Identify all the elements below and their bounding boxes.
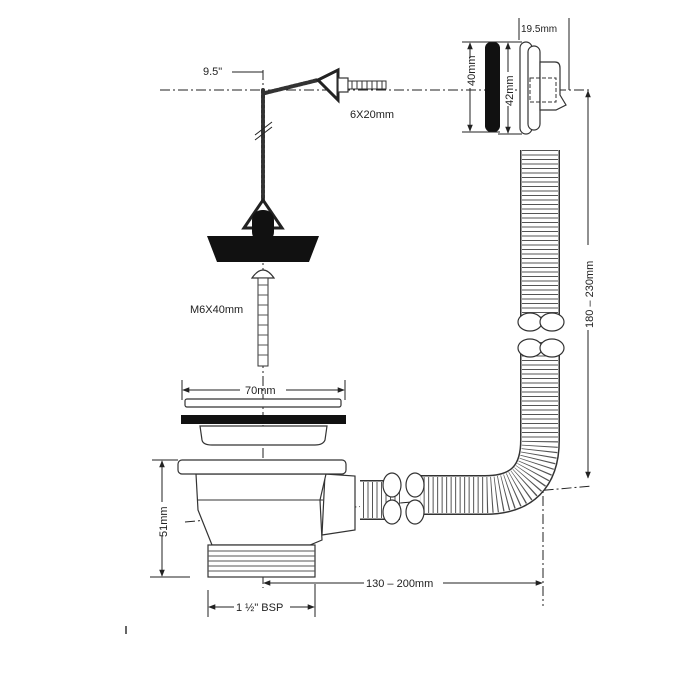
horizontal-reach-label: 130 – 200mm	[366, 578, 433, 590]
plug-bolt	[250, 269, 276, 367]
label-bg	[156, 502, 168, 536]
overflow-depth-label: 19.5mm	[521, 24, 557, 35]
chain-screw-label: 6X20mm	[350, 109, 394, 121]
chain	[254, 78, 320, 207]
plug-bolt-label: M6X40mm	[190, 304, 243, 316]
vertical-reach-label: 180 – 230mm	[584, 261, 596, 328]
gasket-diameter-label: 40mm	[466, 55, 478, 86]
waste-body	[177, 459, 356, 578]
chain-length-label: 9.5"	[203, 66, 222, 78]
grate-and-washer	[181, 398, 346, 446]
overflow-assembly	[485, 41, 567, 135]
thread-label: 1 ½" BSP	[236, 602, 283, 614]
chain-stay-screw	[315, 67, 387, 104]
label-bg	[502, 72, 514, 106]
body-height-label: 51mm	[158, 506, 170, 537]
flexible-overflow-hose	[360, 150, 565, 525]
plug	[207, 197, 319, 262]
label-bg	[464, 58, 476, 88]
overflow-diameter-label: 42mm	[504, 75, 516, 106]
grate-diameter-label: 70mm	[245, 385, 276, 397]
